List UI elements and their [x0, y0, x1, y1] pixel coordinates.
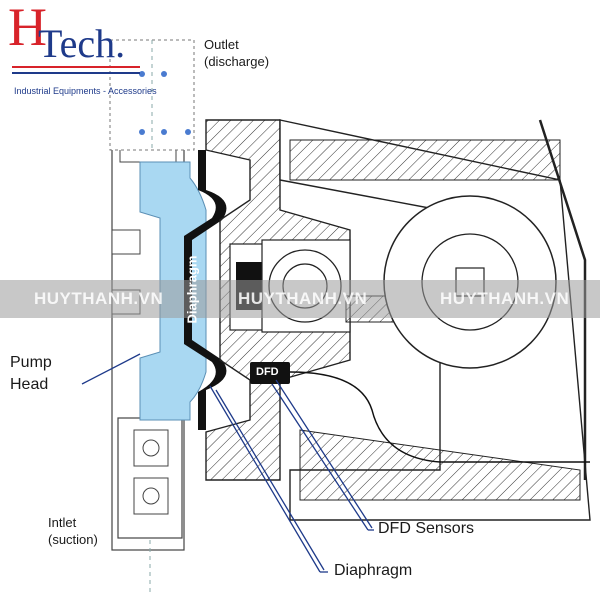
label-outlet: Outlet (discharge)	[204, 37, 270, 69]
watermark-band	[0, 280, 600, 318]
logo-tagline: Industrial Equipments - Accessories	[14, 86, 157, 96]
label-diaphragm-callout: Diaphragm	[334, 562, 413, 579]
watermark-center: HUYTHANH.VN	[238, 289, 368, 308]
dfd-sensor-box	[250, 362, 290, 384]
logo-rule-red	[12, 66, 140, 68]
logo-rule-blue	[12, 72, 140, 74]
label-dfd-sensors: DFD Sensors	[378, 520, 475, 537]
watermark-left: HUYTHANH.VN	[34, 289, 164, 308]
inlet-valve	[117, 417, 183, 595]
label-inlet: Intlet (suction)	[48, 515, 98, 547]
sensor-cable	[289, 371, 590, 463]
outlet-valve	[109, 39, 195, 151]
watermark-right: HUYTHANH.VN	[440, 289, 570, 308]
label-dfd-box: DFD	[256, 366, 279, 378]
diaphragm-shape	[184, 150, 227, 430]
logo-h: H	[8, 0, 47, 57]
label-diaphragm-vertical: Diaphragm	[184, 255, 200, 324]
logo-tech: Tech.	[38, 21, 126, 66]
callout-lines	[81, 353, 374, 573]
label-pump-head: Pump Head	[10, 354, 52, 393]
